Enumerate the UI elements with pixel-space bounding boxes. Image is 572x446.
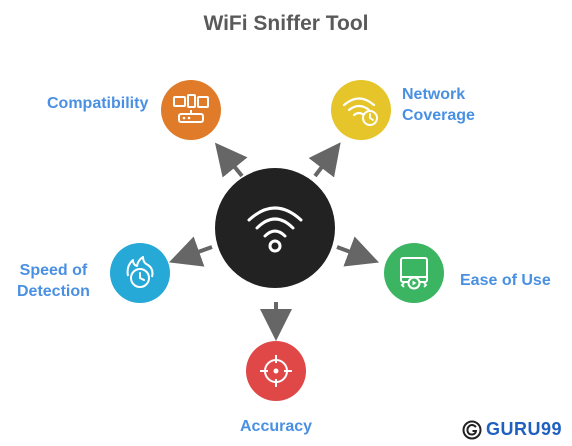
feature-label-network-coverage: Network Coverage <box>402 86 475 124</box>
feature-label-accuracy: Accuracy <box>240 418 313 435</box>
brand-name: GURU99 <box>485 419 562 439</box>
brand-watermark: GURU99 <box>462 419 562 440</box>
feature-label-ease-of-use: Ease of Use <box>460 272 551 289</box>
feature-label-compatibility: Compatibility <box>47 95 149 112</box>
feature-node-speed-of-detection <box>110 243 170 303</box>
devices-router-icon <box>173 94 209 123</box>
crosshair-icon <box>260 355 292 387</box>
wifi-icon <box>247 206 303 253</box>
page-title: WiFi Sniffer Tool <box>203 12 369 35</box>
feature-node-network-coverage <box>331 80 391 140</box>
center-node <box>215 168 335 288</box>
arrow-compatibility <box>214 142 248 178</box>
arrow-ease-of-use <box>336 236 380 267</box>
arrow-network-coverage <box>308 142 341 178</box>
feature-node-ease-of-use <box>384 243 444 303</box>
wifi-clock-icon <box>342 97 378 126</box>
screen-play-icon <box>400 257 428 290</box>
feature-label-speed-of-detection: Speed of Detection <box>17 262 90 300</box>
arrow-speed-of-detection <box>168 236 213 267</box>
feature-node-compatibility <box>161 80 221 140</box>
g-circle-logo <box>462 420 482 439</box>
feature-node-accuracy <box>246 341 306 401</box>
stopwatch-flame-icon <box>126 256 154 288</box>
